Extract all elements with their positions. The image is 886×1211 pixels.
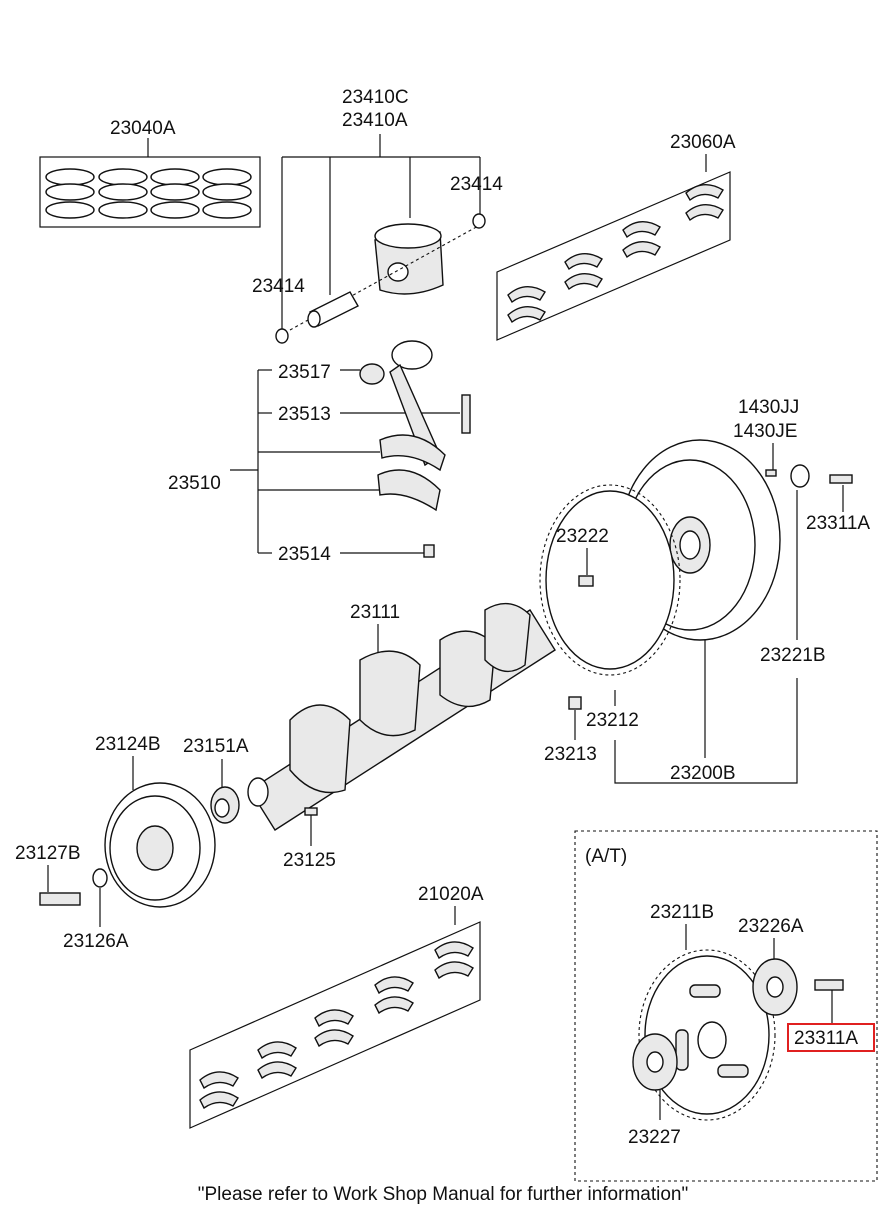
spacer-plate — [632, 1033, 678, 1091]
washer — [92, 868, 108, 888]
pilot-bearing — [790, 464, 810, 488]
label-23060A: 23060A — [670, 132, 736, 153]
label-23517: 23517 — [278, 362, 331, 383]
crank-sprocket — [210, 786, 240, 824]
label-23222: 23222 — [556, 526, 609, 547]
label-23410C: 23410C — [342, 87, 409, 108]
ring-gear — [539, 484, 681, 676]
label-23510: 23510 — [168, 473, 221, 494]
label-23125: 23125 — [283, 850, 336, 871]
label-23227: 23227 — [628, 1127, 681, 1148]
dowel-pin — [765, 469, 777, 477]
thrust-bearing-set — [189, 921, 481, 1129]
label-23151A: 23151A — [183, 736, 249, 757]
knock-pin — [578, 575, 594, 587]
piston-ring-set — [39, 138, 261, 228]
label-23514: 23514 — [278, 544, 331, 565]
label-23414-top: 23414 — [450, 174, 503, 195]
drive-plate-bolt — [814, 979, 844, 991]
woodruff-key — [304, 807, 318, 816]
bolt-23213 — [568, 696, 582, 710]
label-23127B: 23127B — [15, 843, 81, 864]
label-1430JE: 1430JE — [733, 421, 797, 442]
flywheel-bolt — [829, 474, 853, 484]
at-label: (A/T) — [585, 846, 627, 867]
label-23212: 23212 — [586, 710, 639, 731]
label-23213: 23213 — [544, 744, 597, 765]
label-23124B: 23124B — [95, 734, 161, 755]
label-23226A: 23226A — [738, 916, 804, 937]
pulley-bolt — [39, 892, 81, 906]
main-bearing-set — [496, 171, 731, 341]
label-23221B: 23221B — [760, 645, 826, 666]
adapter-plate — [752, 958, 798, 1016]
snap-ring-right — [472, 213, 486, 229]
label-23211B: 23211B — [650, 902, 714, 923]
label-23311A-at[interactable]: 23311A — [794, 1028, 858, 1049]
piston-pin — [307, 291, 359, 328]
snap-ring-left — [275, 328, 289, 344]
label-21020A: 21020A — [418, 884, 484, 905]
piston — [289, 223, 481, 331]
label-23513: 23513 — [278, 404, 331, 425]
footer-note: "Please refer to Work Shop Manual for fu… — [197, 1184, 689, 1205]
crankshaft — [247, 602, 556, 831]
at-section-box — [574, 830, 878, 1182]
label-23111: 23111 — [350, 602, 400, 623]
label-23200B: 23200B — [670, 763, 736, 784]
label-23410A: 23410A — [342, 110, 408, 131]
damper-pulley — [104, 782, 216, 908]
label-23311A-mt: 23311A — [806, 513, 870, 534]
label-23040A: 23040A — [110, 118, 176, 139]
label-1430JJ: 1430JJ — [738, 397, 799, 418]
label-23414-left: 23414 — [252, 276, 305, 297]
highlight-box — [787, 1023, 875, 1052]
label-23126A: 23126A — [63, 931, 129, 952]
connecting-rod — [359, 340, 471, 558]
drive-plate — [638, 949, 776, 1121]
